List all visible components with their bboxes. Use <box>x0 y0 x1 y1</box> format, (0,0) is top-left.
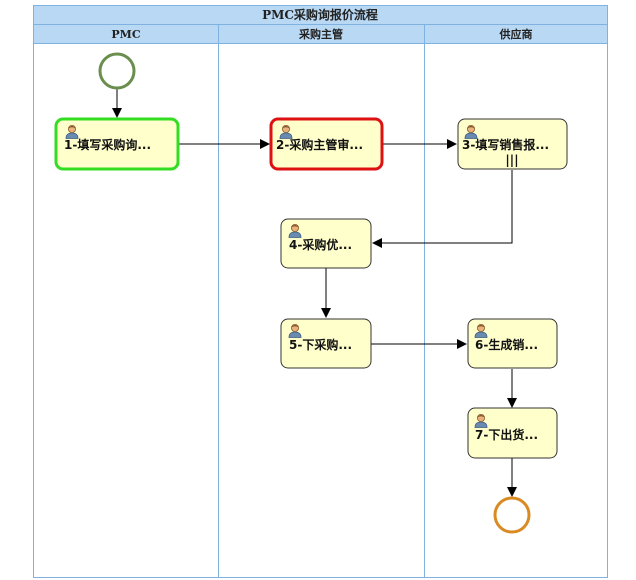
flow-n3-to-n4 <box>372 170 513 248</box>
start-event[interactable] <box>98 52 136 90</box>
task-label: 7-下出货... <box>475 427 538 442</box>
multi-instance-marker: ||| <box>505 153 518 167</box>
task-node-5[interactable]: 5-下采购... <box>280 318 372 369</box>
pool-frame <box>33 5 608 578</box>
task-node-3[interactable]: 3-填写销售报... ||| <box>457 118 568 170</box>
task-node-1[interactable]: 1-填写采购询... <box>54 117 180 171</box>
task-label: 6-生成销... <box>475 337 538 352</box>
task-node-4[interactable]: 4-采购优... <box>280 218 372 269</box>
lane-label-manager: 采购主管 <box>298 27 343 41</box>
lane-header-bar <box>33 24 608 44</box>
lane-label-supplier: 供应商 <box>499 27 533 41</box>
lane-label-pmc: PMC <box>111 28 140 41</box>
task-node-6[interactable]: 6-生成销... <box>467 318 558 369</box>
sequence-flows <box>112 89 517 497</box>
task-label: 1-填写采购询... <box>64 137 151 152</box>
task-label: 2-采购主管审... <box>276 137 363 152</box>
task-label: 5-下采购... <box>289 337 352 352</box>
task-label: 3-填写销售报... <box>462 137 549 152</box>
pool-title: PMC采购询报价流程 <box>262 7 378 22</box>
end-event[interactable] <box>493 496 531 534</box>
task-node-2[interactable]: 2-采购主管审... <box>269 117 384 171</box>
task-label: 4-采购优... <box>289 237 352 252</box>
task-node-7[interactable]: 7-下出货... <box>467 407 558 459</box>
